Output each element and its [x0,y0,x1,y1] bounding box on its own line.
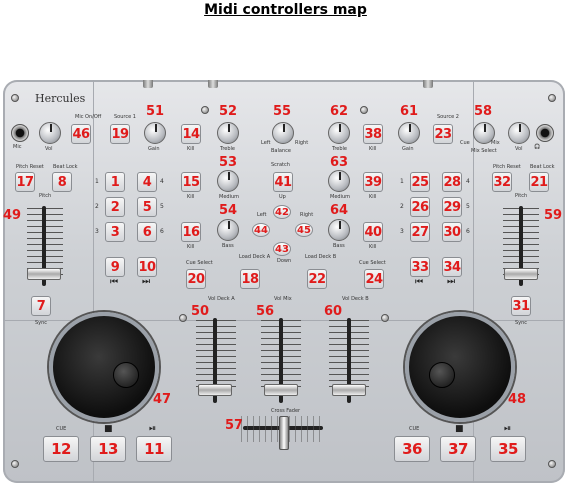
screw-icon [360,106,368,114]
dj-controller: Hercules Mic 🎧 Vol Vol Mic On/Off 46 Sou… [3,80,565,483]
brand-logo: Hercules [35,92,86,105]
source1-button[interactable]: 19 [110,124,130,144]
previous-track-icon: ⏮ [415,277,424,287]
beat-lock-left-button[interactable]: 8 [52,172,72,192]
stop-right-button[interactable]: 37 [440,436,476,462]
mic-on-off-button[interactable]: 46 [71,124,91,144]
pitch-reset-left-button[interactable]: 17 [15,172,35,192]
jog-wheel-right[interactable] [405,312,515,422]
mix-select-knob[interactable] [473,122,495,144]
mic-jack-icon [11,124,29,142]
kill-treble-right-button[interactable]: 38 [363,124,383,144]
cue-left-button[interactable]: 12 [43,436,79,462]
pad-left-3[interactable]: 3 [105,222,125,242]
jog-wheel-left[interactable] [49,312,159,422]
cue-select-left-button[interactable]: 20 [186,269,206,289]
kill-medium-left-button[interactable]: 15 [181,172,201,192]
pad-left-2[interactable]: 2 [105,197,125,217]
next-left-button[interactable]: 10 [137,257,157,277]
cue-right-button[interactable]: 36 [394,436,430,462]
cue-select-right-button[interactable]: 24 [364,269,384,289]
medium-left-knob[interactable] [217,170,239,192]
screw-icon [381,314,389,322]
pitch-right-fader[interactable] [504,268,538,280]
sync-left-button[interactable]: 7 [31,296,51,316]
pad-right-2[interactable]: 26 [410,197,430,217]
prev-right-button[interactable]: 33 [410,257,430,277]
scratch-button[interactable]: 41 [273,172,293,192]
play-pause-right-button[interactable]: 35 [490,436,526,462]
pad-left-4[interactable]: 4 [137,172,157,192]
nav-left-button[interactable]: 44 [252,223,270,237]
pitch-reset-right-button[interactable]: 32 [492,172,512,192]
pad-right-3[interactable]: 27 [410,222,430,242]
nav-up-button[interactable]: 42 [273,205,291,219]
load-deck-b-button[interactable]: 22 [307,269,327,289]
screw-icon [11,94,19,102]
kill-medium-right-button[interactable]: 39 [363,172,383,192]
prev-left-button[interactable]: 9 [105,257,125,277]
stop-icon: ■ [104,424,113,434]
page-title: Midi controllers map [204,2,367,18]
pitch-right-track [519,206,523,286]
sync-right-button[interactable]: 31 [511,296,531,316]
pitch-left-fader[interactable] [27,268,61,280]
pad-left-1[interactable]: 1 [105,172,125,192]
pad-left-5[interactable]: 5 [137,197,157,217]
volume-mix-fader[interactable] [264,384,298,396]
volume-deck-b-fader[interactable] [332,384,366,396]
volume-deck-a-track [213,318,217,403]
play-pause-left-button[interactable]: 11 [136,436,172,462]
gain-left-knob[interactable] [144,122,166,144]
play-pause-icon: ⏯ [504,424,512,434]
stop-left-button[interactable]: 13 [90,436,126,462]
nav-down-button[interactable]: 43 [273,242,291,256]
kill-bass-left-button[interactable]: 16 [181,222,201,242]
gain-right-knob[interactable] [398,122,420,144]
cross-fader-knob[interactable] [279,416,289,450]
balance-knob[interactable] [272,122,294,144]
source2-button[interactable]: 23 [433,124,453,144]
next-track-icon: ⏭ [142,277,151,287]
bass-left-knob[interactable] [217,219,239,241]
next-track-icon: ⏭ [447,277,456,287]
pad-right-1[interactable]: 25 [410,172,430,192]
stop-icon: ■ [455,424,464,434]
kill-bass-right-button[interactable]: 40 [363,222,383,242]
volume-deck-b-track [347,318,351,403]
beat-lock-right-button[interactable]: 21 [529,172,549,192]
headphone-jack-icon [536,124,554,142]
volume-mix-track [279,318,283,403]
nav-right-button[interactable]: 45 [295,223,313,237]
pad-left-6[interactable]: 6 [137,222,157,242]
play-pause-icon: ⏯ [149,424,157,434]
treble-right-knob[interactable] [328,122,350,144]
screw-icon [201,106,209,114]
screw-icon [548,94,556,102]
screw-icon [11,460,19,468]
pitch-left-track [42,206,46,286]
treble-left-knob[interactable] [217,122,239,144]
pad-right-6[interactable]: 30 [442,222,462,242]
previous-track-icon: ⏮ [110,277,119,287]
medium-right-knob[interactable] [328,170,350,192]
headphone-volume-knob[interactable] [508,122,530,144]
screw-icon [548,460,556,468]
screw-icon [179,314,187,322]
bass-right-knob[interactable] [328,219,350,241]
next-right-button[interactable]: 34 [442,257,462,277]
mic-volume-knob[interactable] [39,122,61,144]
volume-deck-a-fader[interactable] [198,384,232,396]
pad-right-4[interactable]: 28 [442,172,462,192]
kill-treble-left-button[interactable]: 14 [181,124,201,144]
pad-right-5[interactable]: 29 [442,197,462,217]
headphones-icon: 🎧 [534,144,541,150]
load-deck-a-button[interactable]: 18 [240,269,260,289]
